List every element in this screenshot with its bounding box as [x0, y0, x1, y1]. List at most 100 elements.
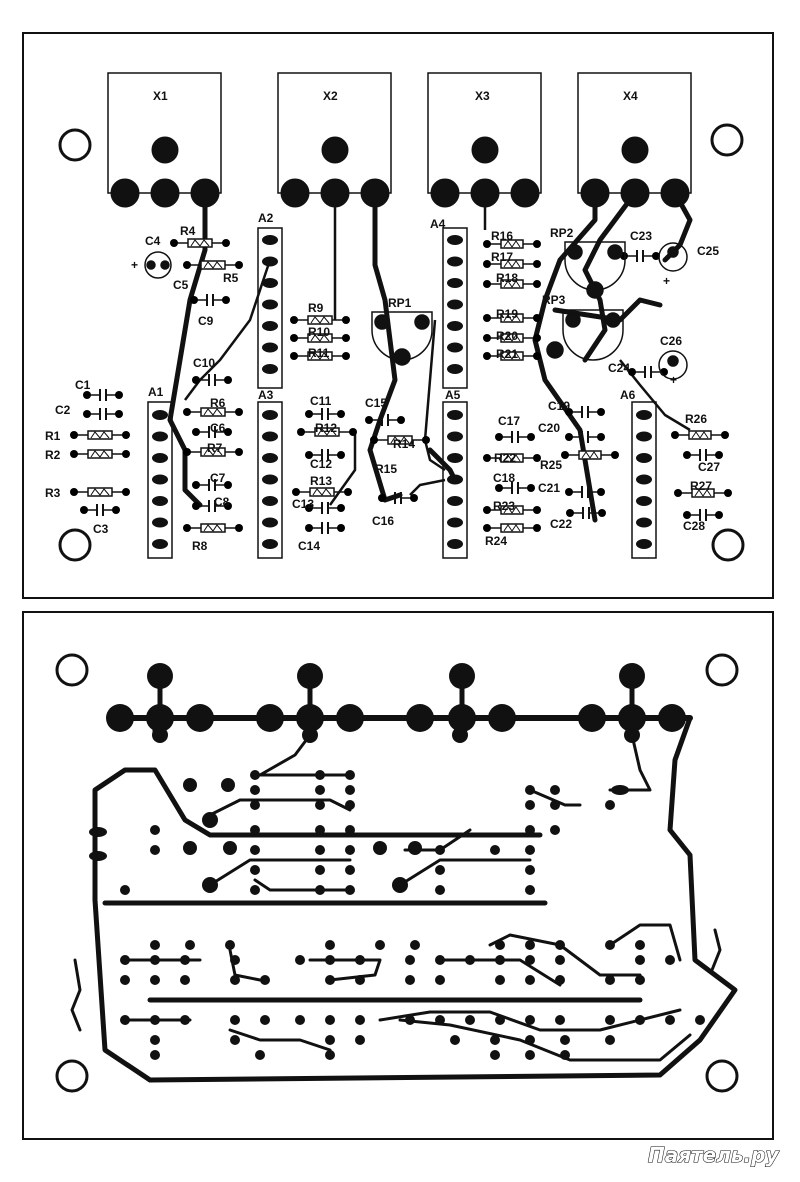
- pad: [405, 955, 415, 965]
- pad: [150, 825, 160, 835]
- ic-pin: [636, 496, 652, 506]
- ic-pin: [447, 299, 463, 310]
- label-r17: R17: [491, 250, 513, 264]
- pad: [150, 955, 160, 965]
- resistor-pad: [533, 280, 541, 288]
- ic-pin: [447, 431, 463, 442]
- label-r21: R21: [496, 347, 518, 361]
- label-c21: C21: [538, 481, 560, 495]
- pad: [345, 825, 355, 835]
- ic-pin: [636, 453, 652, 463]
- pad: [635, 940, 645, 950]
- label-r7: R7: [207, 441, 223, 455]
- capacitor-pad: [527, 484, 535, 492]
- capacitor-pad: [715, 451, 723, 459]
- ic-pin: [262, 431, 278, 442]
- resistor-pad: [342, 334, 350, 342]
- pad: [525, 800, 535, 810]
- label-r15: R15: [375, 462, 397, 476]
- trimmers: [371, 241, 626, 366]
- trimmer-pad: [586, 281, 604, 299]
- ic-pin: [152, 496, 168, 506]
- label-r3: R3: [45, 486, 61, 500]
- resistor-zigzag: [503, 506, 521, 514]
- ic-pin: [447, 321, 463, 331]
- resistor-zigzag: [310, 334, 330, 342]
- label-c12: C12: [310, 457, 332, 471]
- trace: [208, 858, 352, 887]
- trace: [167, 190, 208, 508]
- pad: [256, 704, 284, 732]
- pad: [611, 785, 629, 795]
- capacitor-pad: [565, 433, 573, 441]
- resistor-pad: [611, 451, 619, 459]
- pad: [495, 940, 505, 950]
- pad: [355, 975, 365, 985]
- resistors: [70, 238, 732, 533]
- label-r23: R23: [493, 499, 515, 513]
- connector-pad: [621, 136, 649, 164]
- capacitor-pad: [337, 451, 345, 459]
- pad: [120, 955, 130, 965]
- capacitor-pad: [224, 502, 232, 510]
- capacitor-pad: [715, 511, 723, 519]
- capacitor-pad: [365, 416, 373, 424]
- trimmer-pad: [605, 312, 621, 328]
- pad: [325, 1035, 335, 1045]
- ic-pin: [447, 517, 463, 528]
- pad: [296, 704, 324, 732]
- trace: [367, 190, 403, 503]
- label-r1: R1: [45, 429, 61, 443]
- label-c15: C15: [365, 396, 387, 410]
- label-r6: R6: [210, 396, 226, 410]
- pad: [435, 845, 445, 855]
- label-x4: X4: [623, 89, 638, 103]
- capacitor-pad: [224, 481, 232, 489]
- ic-a6-outline: [631, 401, 657, 559]
- pad: [315, 785, 325, 795]
- resistor-pad: [533, 352, 541, 360]
- resistor-pad: [483, 352, 491, 360]
- capacitor-pad: [667, 355, 679, 367]
- pad: [152, 727, 168, 743]
- capacitor-pad: [597, 408, 605, 416]
- pad: [355, 1015, 365, 1025]
- mounting-hole: [55, 653, 89, 687]
- resistor-pad: [183, 524, 191, 532]
- resistor-body: [688, 430, 712, 440]
- pad: [295, 1015, 305, 1025]
- label-c20: C20: [538, 421, 560, 435]
- pad: [605, 975, 615, 985]
- ic-pin: [447, 496, 463, 506]
- label-r4: R4: [180, 224, 196, 238]
- pad: [186, 704, 214, 732]
- resistor-pad: [674, 489, 682, 497]
- capacitor-pad: [224, 428, 232, 436]
- capacitor-pad: [80, 506, 88, 514]
- capacitor-pad: [652, 252, 660, 260]
- capacitor-pad: [495, 433, 503, 441]
- pad: [408, 841, 422, 855]
- resistor-body: [314, 427, 340, 437]
- ic-pin: [262, 235, 278, 245]
- ic-a1-outline: [147, 401, 173, 559]
- pad: [345, 770, 355, 780]
- capacitor-pad: [160, 260, 170, 270]
- resistor-pad: [342, 316, 350, 324]
- trace: [710, 928, 722, 972]
- capacitor-pad: [305, 524, 313, 532]
- label-r20: R20: [496, 329, 518, 343]
- mounting-hole: [55, 1059, 89, 1093]
- trimmer-pad: [414, 314, 430, 330]
- capacitor-pad: [192, 481, 200, 489]
- ic-a3-outline: [257, 401, 283, 559]
- pad: [605, 1015, 615, 1025]
- pad: [449, 663, 475, 689]
- trace: [423, 319, 446, 472]
- pad: [375, 940, 385, 950]
- ic-pin: [262, 496, 278, 506]
- connector-pad: [110, 178, 140, 208]
- resistor-pad: [235, 261, 243, 269]
- resistor-pad: [483, 506, 491, 514]
- resistor-pad: [70, 488, 78, 496]
